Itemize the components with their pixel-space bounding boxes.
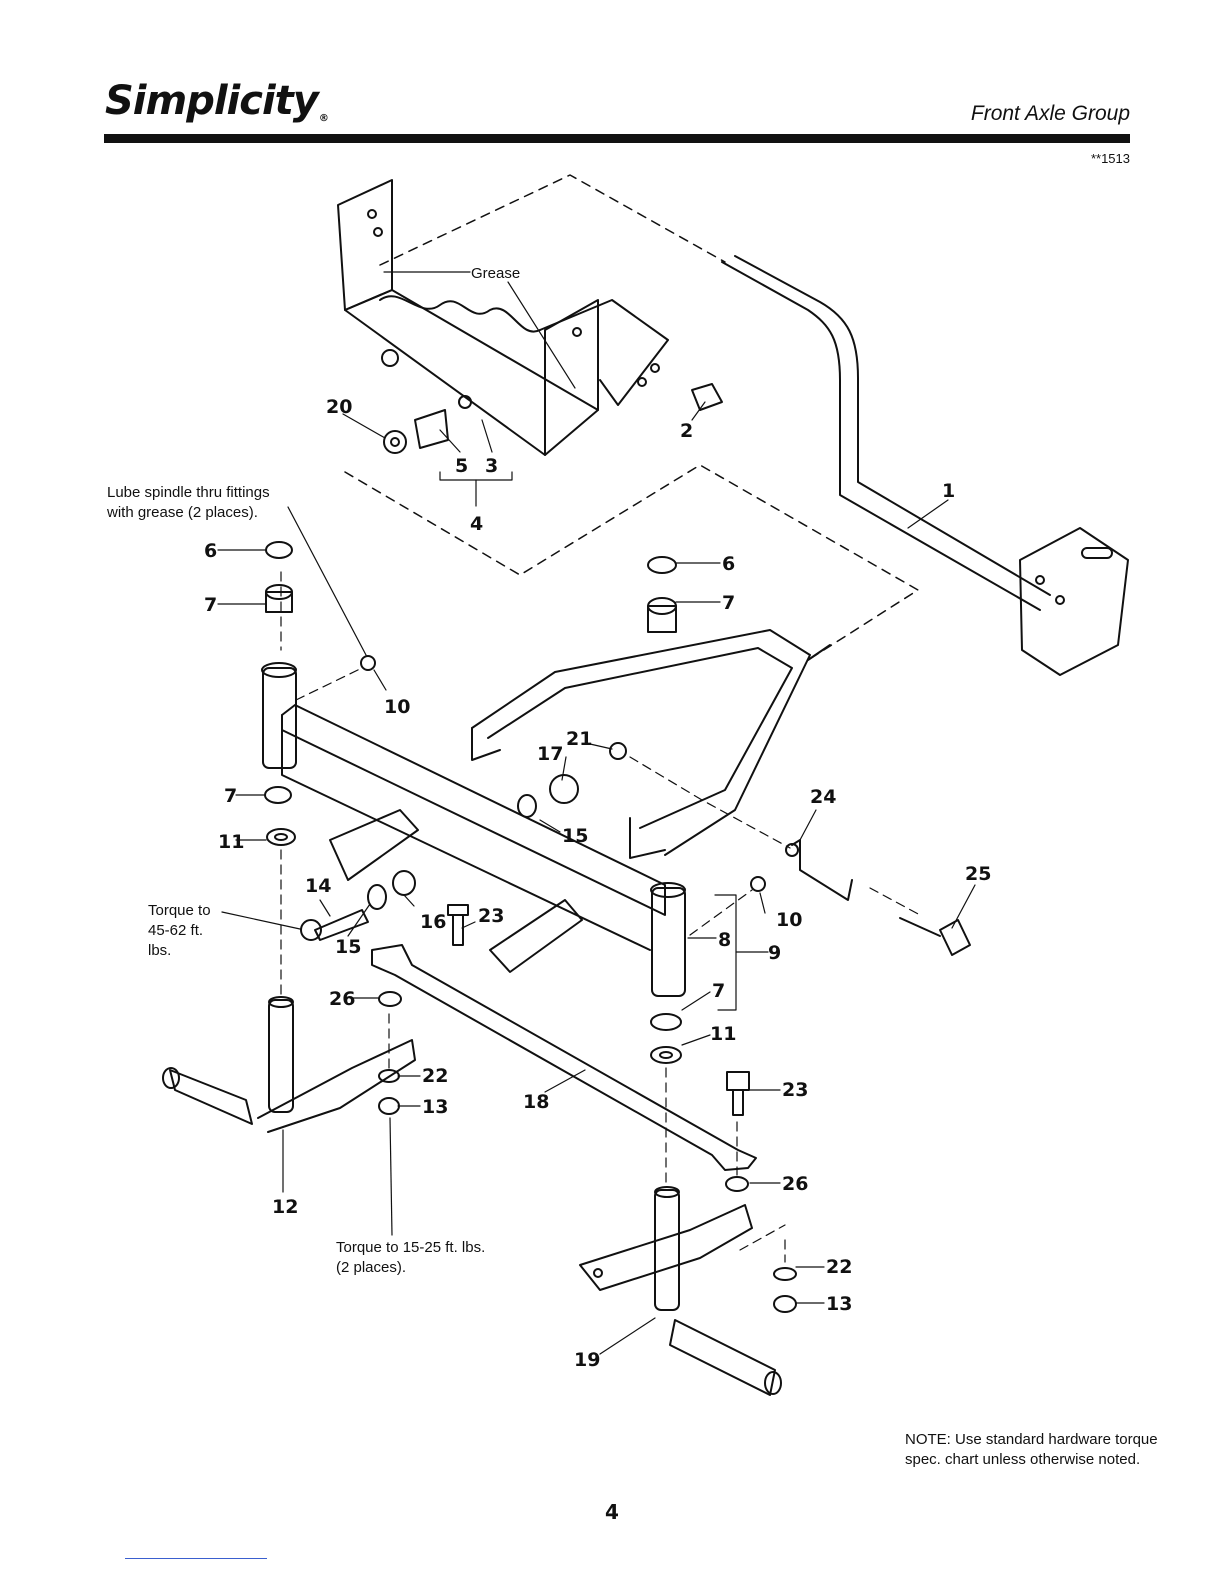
lube-callout-line2: with grease (2 places). [106, 504, 258, 521]
part-label: 6 [722, 553, 735, 575]
part-label: 19 [574, 1349, 600, 1371]
part-label: 10 [776, 909, 802, 931]
torque-callout-a-line3: lbs. [148, 942, 171, 959]
torque-callout-a-line1: Torque to [148, 902, 211, 919]
part-label: 10 [384, 696, 410, 718]
part-label: 3 [485, 455, 498, 477]
part-label: 20 [326, 396, 352, 418]
torque-callout-a-line2: 45-62 ft. [148, 922, 203, 939]
part-label: 12 [272, 1196, 298, 1218]
part-label: 14 [305, 875, 331, 897]
part-label: 21 [566, 728, 592, 750]
section-title: Front Axle Group [970, 102, 1130, 125]
header-rule [104, 134, 1130, 143]
part-label: 7 [204, 594, 217, 616]
grease-callout: Grease [471, 265, 520, 282]
hardware-note: NOTE: Use standard hardware torque spec.… [905, 1431, 1158, 1468]
part-label: 8 [718, 929, 731, 951]
part-label: 9 [768, 942, 781, 964]
footer-line [125, 1558, 267, 1559]
part-label: 15 [335, 936, 361, 958]
diagram-code: **1513 [1090, 151, 1130, 166]
brand-logo: Simplicity® [105, 78, 329, 124]
part-label: 2 [680, 420, 693, 442]
part-label: 16 [420, 911, 446, 933]
part-label: 7 [224, 785, 237, 807]
part-label: 7 [722, 592, 735, 614]
part-label: 11 [218, 831, 244, 853]
part-label: 15 [562, 825, 588, 847]
part-label: 17 [537, 743, 563, 765]
bracket-part [337, 179, 669, 456]
part-label: 11 [710, 1023, 736, 1045]
lube-callout-line1: Lube spindle thru fittings [107, 484, 270, 501]
part-label: 13 [422, 1096, 448, 1118]
part-label: 24 [810, 786, 836, 808]
part-label: 4 [470, 513, 483, 535]
torque-callout-b-line2: (2 places). [336, 1259, 406, 1276]
part-label: 23 [478, 905, 504, 927]
part-label: 6 [204, 540, 217, 562]
part-label: 23 [782, 1079, 808, 1101]
page-number: 4 [605, 1500, 619, 1524]
part-label: 22 [422, 1065, 448, 1087]
part-label: 25 [965, 863, 991, 885]
part-label: 26 [329, 988, 355, 1010]
part-label: 1 [942, 480, 955, 502]
part-label: 7 [712, 980, 725, 1002]
part-label: 22 [826, 1256, 852, 1278]
part-label: 13 [826, 1293, 852, 1315]
torque-callout-b-line1: Torque to 15-25 ft. lbs. [336, 1239, 485, 1256]
part-label: 26 [782, 1173, 808, 1195]
part-label: 18 [523, 1091, 549, 1113]
part-label: 5 [455, 455, 468, 477]
